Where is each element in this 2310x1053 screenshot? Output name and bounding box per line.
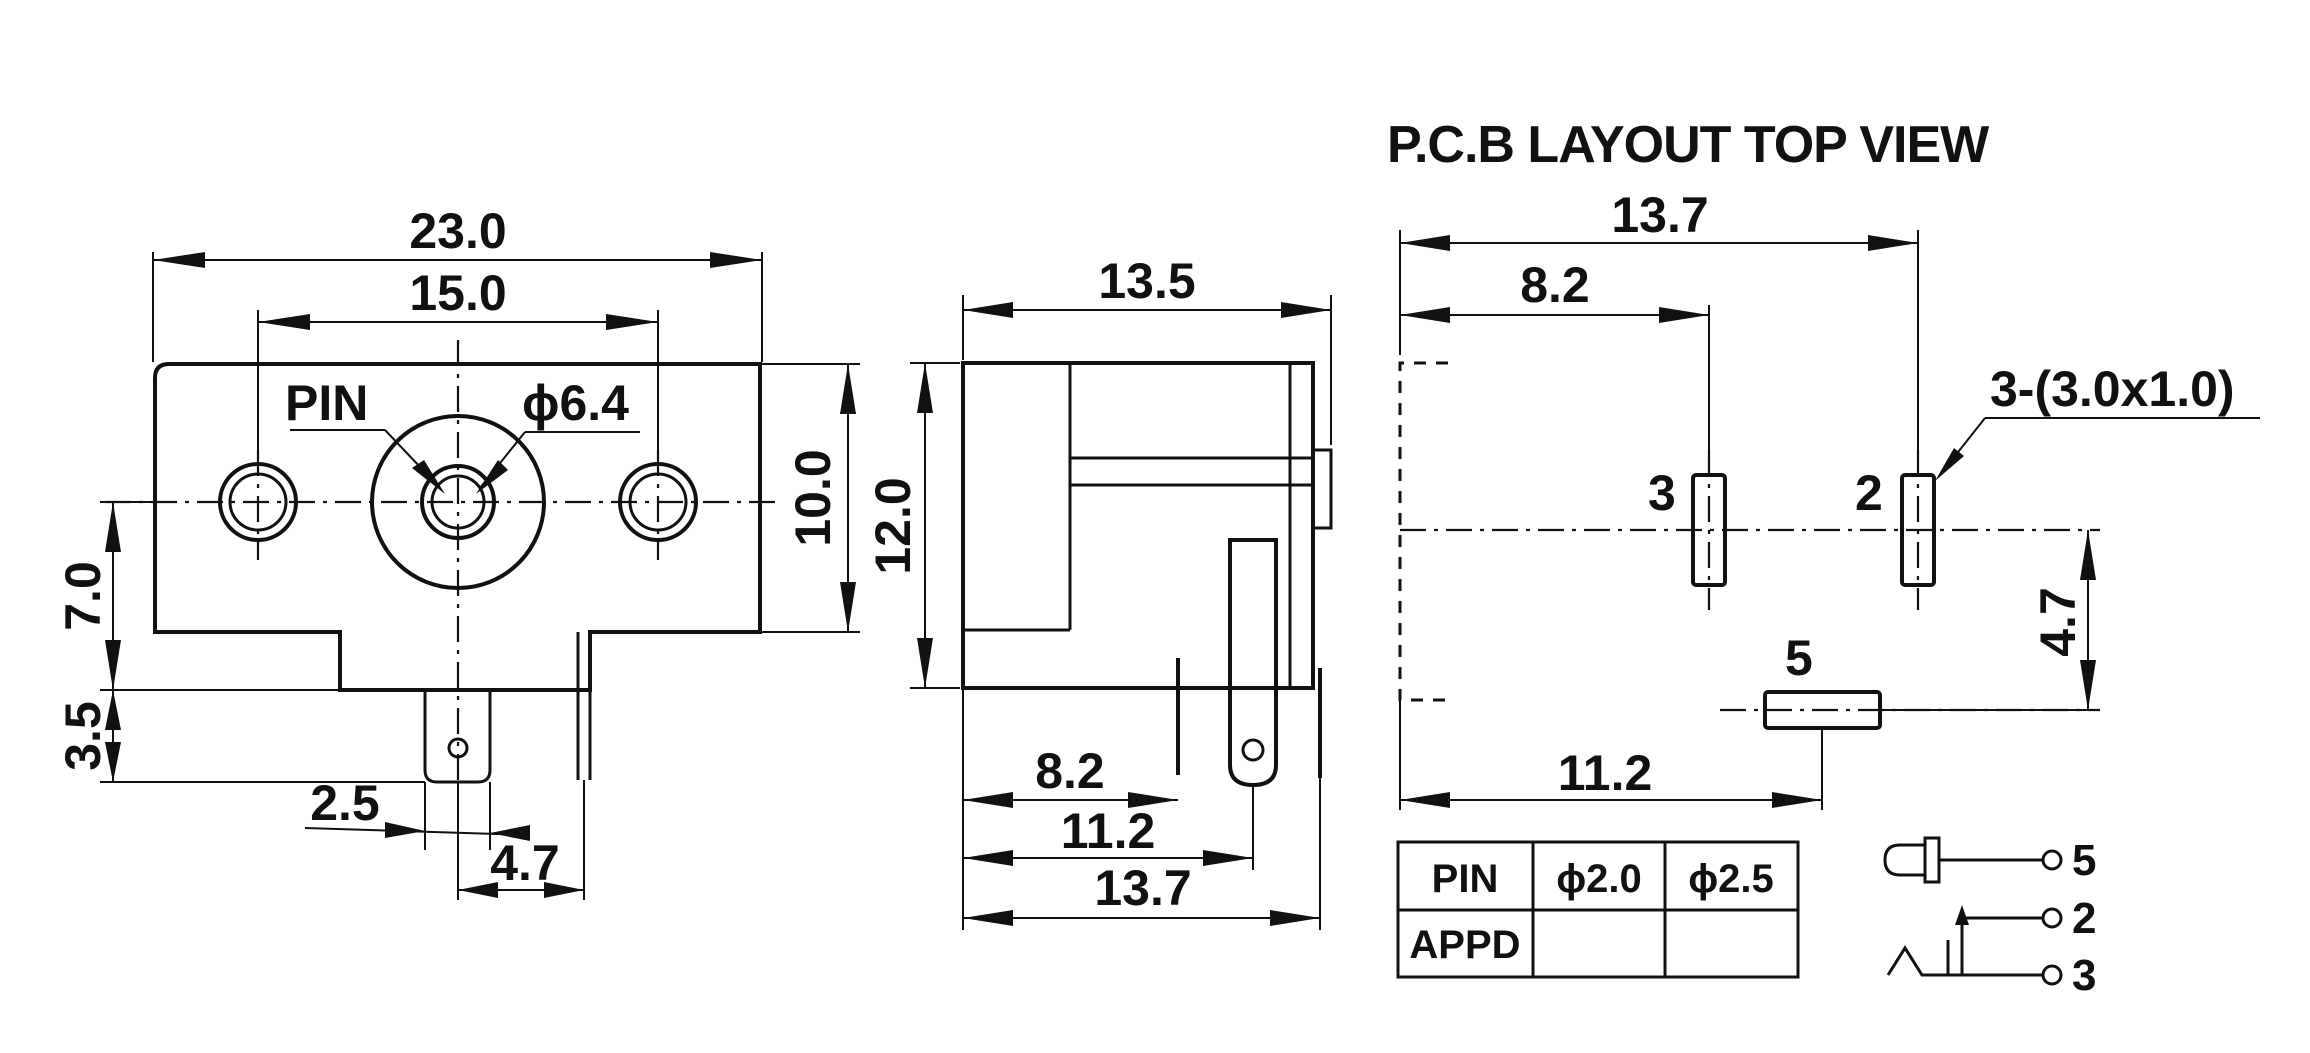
schematic-pin5: 5 <box>2072 836 2096 885</box>
dim-pin5-x: 11.2 <box>1558 745 1653 801</box>
front-view: 23.0 15.0 PIN ϕ6.4 10.0 7.0 <box>55 203 860 900</box>
dim-pin-b: 11.2 <box>1061 803 1156 859</box>
dim-pin3: 8.2 <box>1520 257 1590 313</box>
pin-table: PIN ϕ2.0 ϕ2.5 APPD <box>1396 840 1800 979</box>
dim-pin-c: 13.7 <box>1094 860 1191 916</box>
pcb-pin3-label: 3 <box>1648 465 1676 521</box>
side-view: 13.5 12.0 8.2 11.2 13.7 <box>865 253 1333 930</box>
dim-depth: 13.5 <box>1098 253 1195 309</box>
dim-pin-height: 3.5 <box>55 701 111 771</box>
dim-pin-a: 8.2 <box>1035 743 1105 799</box>
table-header-pin: PIN <box>1432 857 1499 901</box>
pcb-title: P.C.B LAYOUT TOP VIEW <box>1387 116 1990 174</box>
side-body <box>961 361 1315 690</box>
schematic-pin3: 3 <box>2072 951 2096 1000</box>
table-header-phi20: ϕ2.0 <box>1556 857 1642 901</box>
pcb-layout-view: P.C.B LAYOUT TOP VIEW 3 2 5 13.7 8.2 3-(… <box>1387 116 2260 1000</box>
pin-label: PIN <box>285 375 368 431</box>
pcb-pin2-label: 2 <box>1855 465 1883 521</box>
table-row-appd: APPD <box>1409 923 1520 967</box>
dim-pin-offset: 2.5 <box>310 775 380 831</box>
jack-schematic: 5 2 3 <box>1883 836 2096 1000</box>
dim-height-body: 10.0 <box>785 449 841 546</box>
dim-diameter: ϕ6.4 <box>522 375 629 431</box>
dim-center-height: 7.0 <box>55 561 111 631</box>
pcb-pin5-label: 5 <box>1785 630 1813 686</box>
schematic-plug <box>1883 843 1927 877</box>
dim-total: 13.7 <box>1611 187 1708 243</box>
schematic-pin2: 2 <box>2072 894 2096 943</box>
pcb-outline-dashed <box>1398 361 1448 702</box>
side-pin-b <box>1228 538 1278 788</box>
dim-width-outer: 23.0 <box>409 203 506 259</box>
table-header-phi25: ϕ2.5 <box>1688 857 1774 901</box>
side-flange <box>1311 448 1333 530</box>
dim-width-holes: 15.0 <box>409 265 506 321</box>
front-side-terminal <box>576 632 592 780</box>
slot-note: 3-(3.0x1.0) <box>1990 361 2235 417</box>
dim-height: 12.0 <box>865 477 921 574</box>
dim-pin5-offset: 4.7 <box>2030 587 2086 657</box>
dim-pin-spacing: 4.7 <box>490 835 560 891</box>
